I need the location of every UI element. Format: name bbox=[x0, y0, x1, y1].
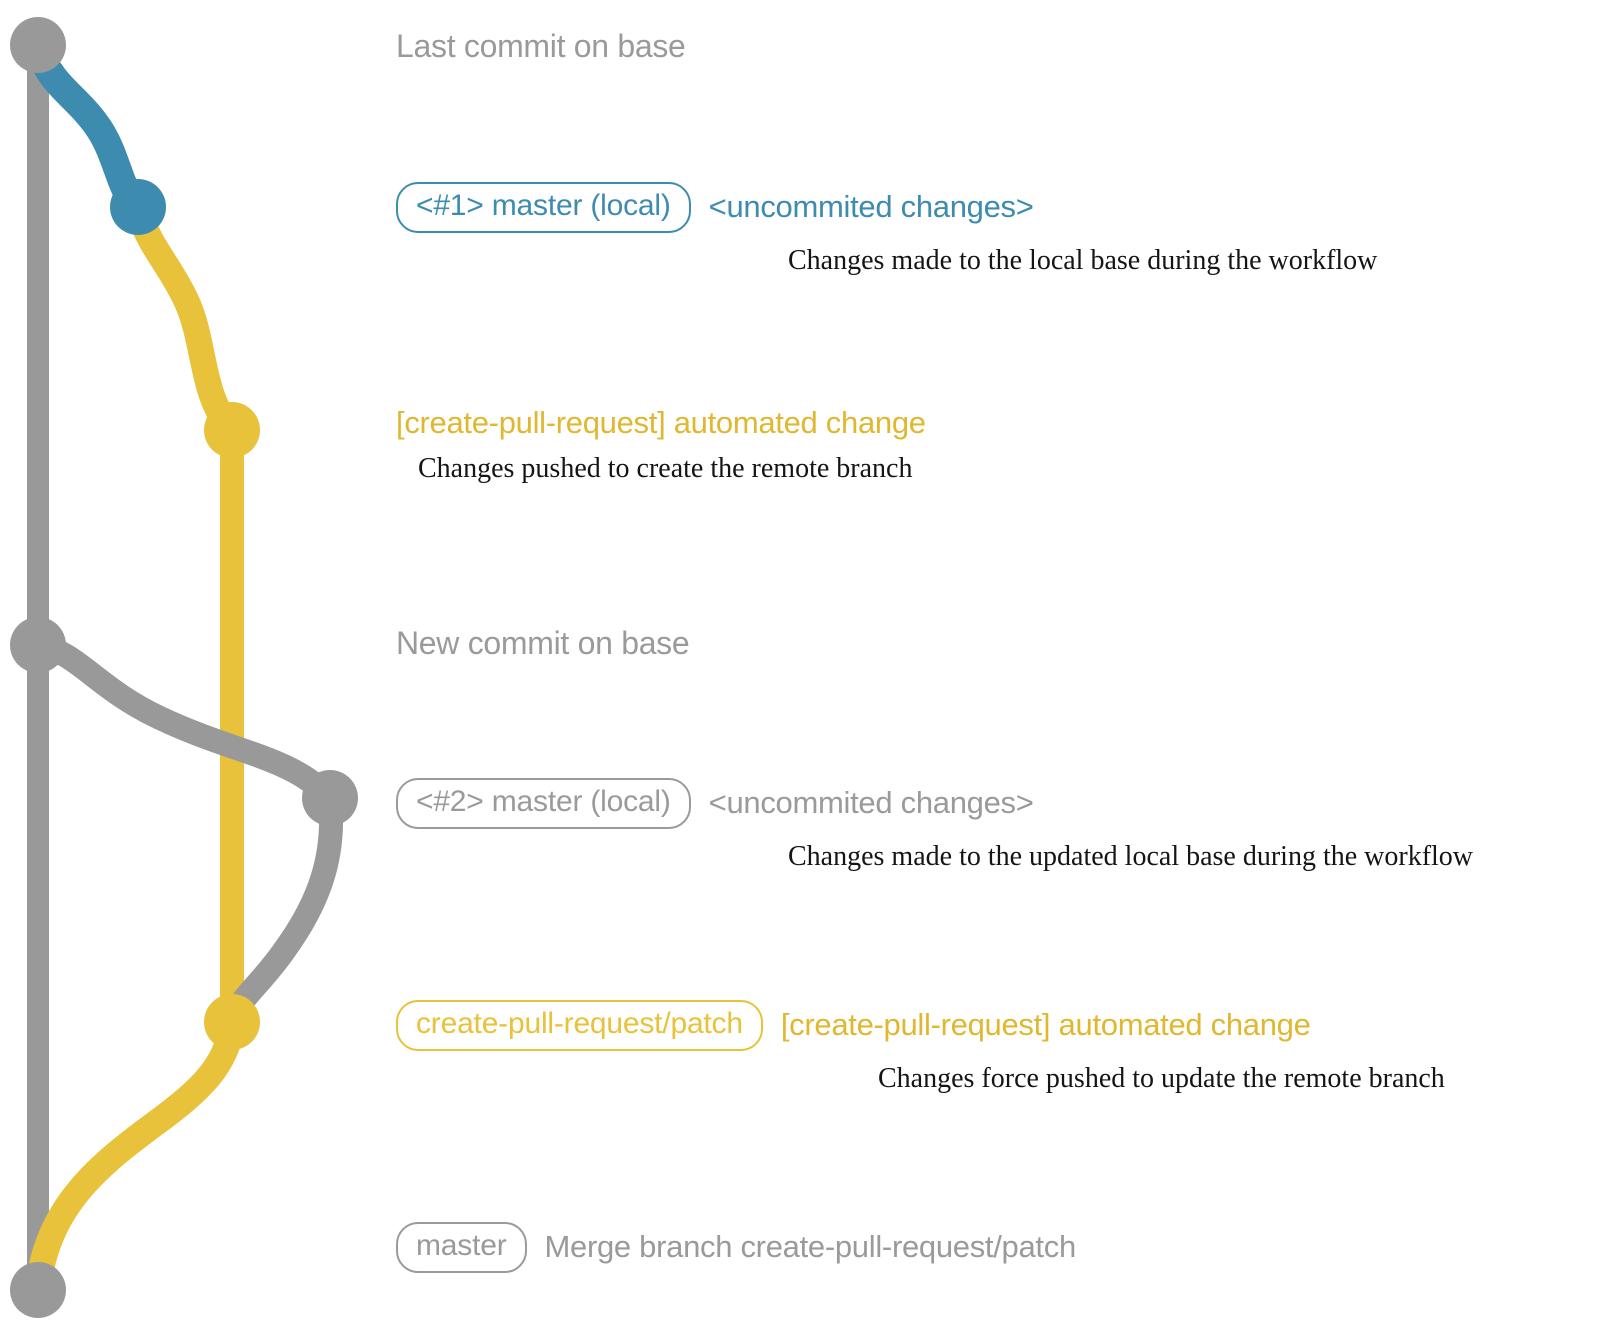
git-graph bbox=[10, 17, 358, 1318]
commit-subject: <uncommited changes> bbox=[708, 189, 1034, 225]
commit-row-local-1: <#1> master (local) <uncommited changes>… bbox=[396, 182, 1377, 277]
ref-badge-master-local-2[interactable]: <#2> master (local) bbox=[396, 778, 691, 829]
commit-note: Changes made to the local base during th… bbox=[788, 244, 1378, 276]
commit-subject: [create-pull-request] automated change bbox=[780, 1007, 1311, 1043]
commit-row-header: [create-pull-request] automated change bbox=[396, 405, 926, 441]
commit-node-base-merge[interactable] bbox=[10, 1262, 66, 1318]
commit-row-create-pull-request-patch: create-pull-request/patch [create-pull-r… bbox=[396, 1000, 1445, 1095]
remote-branch-line-1 bbox=[125, 197, 245, 443]
commit-subject: New commit on base bbox=[396, 625, 690, 661]
commit-note: Changes made to the updated local base d… bbox=[788, 840, 1474, 872]
commit-subject: Merge branch create-pull-request/patch bbox=[544, 1229, 1077, 1265]
commit-note: Changes force pushed to update the remot… bbox=[878, 1062, 1445, 1094]
merge-line bbox=[25, 1013, 245, 1303]
ref-badge-create-pull-request-patch[interactable]: create-pull-request/patch bbox=[396, 1000, 763, 1051]
commit-row-header: New commit on base bbox=[396, 625, 690, 662]
commit-node-base-new[interactable] bbox=[10, 617, 66, 673]
ref-badge-master-local-1[interactable]: <#1> master (local) bbox=[396, 182, 691, 233]
commit-row-local-2: <#2> master (local) <uncommited changes>… bbox=[396, 778, 1473, 873]
commit-subject: [create-pull-request] automated change bbox=[396, 405, 926, 440]
commit-node-base-last[interactable] bbox=[10, 17, 66, 73]
local-branch-line-2 bbox=[26, 633, 342, 810]
commit-row-header: master Merge branch create-pull-request/… bbox=[396, 1222, 1076, 1273]
commit-row-header: create-pull-request/patch [create-pull-r… bbox=[396, 1000, 1445, 1051]
ref-badge-master[interactable]: master bbox=[396, 1222, 527, 1273]
commit-row-header: Last commit on base bbox=[396, 28, 686, 65]
commit-row-header: <#2> master (local) <uncommited changes> bbox=[396, 778, 1473, 829]
commit-node-remote-1[interactable] bbox=[204, 402, 260, 458]
commit-row-last-commit: Last commit on base bbox=[396, 28, 686, 65]
commit-row-header: <#1> master (local) <uncommited changes> bbox=[396, 182, 1377, 233]
commit-node-remote-2[interactable] bbox=[204, 994, 260, 1050]
commit-row-master: master Merge branch create-pull-request/… bbox=[396, 1222, 1076, 1273]
commit-node-local-1[interactable] bbox=[110, 179, 166, 235]
commit-subject: <uncommited changes> bbox=[708, 785, 1034, 821]
commit-node-local-2[interactable] bbox=[302, 770, 358, 826]
commit-subject: Last commit on base bbox=[396, 28, 686, 64]
commit-row-automated-change-1: [create-pull-request] automated change C… bbox=[396, 405, 926, 485]
commit-row-new-commit: New commit on base bbox=[396, 625, 690, 662]
commit-note: Changes pushed to create the remote bran… bbox=[418, 452, 913, 484]
